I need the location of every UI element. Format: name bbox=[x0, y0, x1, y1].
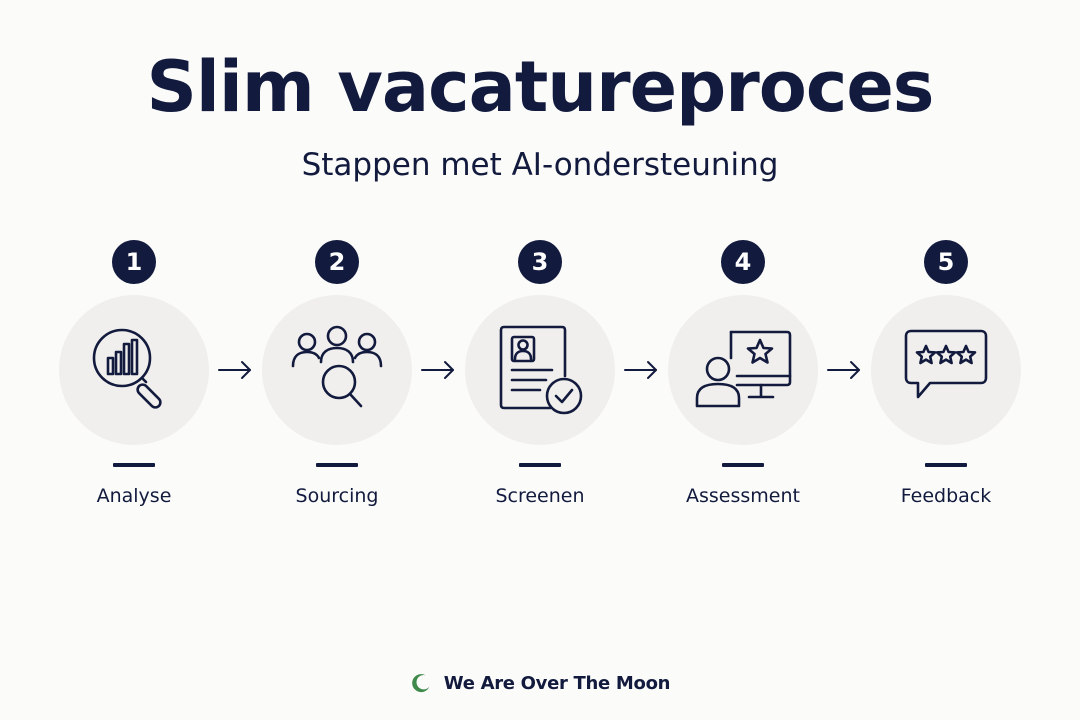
step-divider bbox=[925, 463, 967, 467]
resume-check-icon bbox=[499, 325, 583, 415]
arrow-right-icon bbox=[827, 361, 860, 379]
magnifier-bar-chart-icon bbox=[92, 328, 162, 409]
step-icon-circle bbox=[262, 295, 412, 445]
step-sourcing: 2 Sourcing bbox=[262, 240, 412, 520]
title: Slim vacatureproces bbox=[146, 46, 935, 128]
step-label: Analyse bbox=[96, 485, 172, 507]
crescent-moon-icon bbox=[411, 674, 430, 693]
arrow-right-icon bbox=[624, 361, 657, 379]
footer-brand: We Are Over The Moon bbox=[0, 672, 1080, 694]
subtitle: Stappen met AI-ondersteuning bbox=[301, 147, 779, 183]
people-search-icon bbox=[291, 325, 383, 408]
step-icon-circle bbox=[465, 295, 615, 445]
monitor-star-person-icon bbox=[695, 330, 792, 408]
arrow-right-icon bbox=[421, 361, 454, 379]
step-divider bbox=[113, 463, 155, 467]
step-number-badge: 2 bbox=[315, 240, 359, 284]
step-icon-circle bbox=[871, 295, 1021, 445]
step-label: Screenen bbox=[495, 485, 585, 507]
step-label: Feedback bbox=[900, 485, 992, 507]
step-analyse: 1 Analyse bbox=[59, 240, 209, 520]
step-divider bbox=[316, 463, 358, 467]
step-divider bbox=[519, 463, 561, 467]
step-number-badge: 5 bbox=[924, 240, 968, 284]
step-label: Sourcing bbox=[295, 485, 379, 507]
step-icon-circle bbox=[668, 295, 818, 445]
step-divider bbox=[722, 463, 764, 467]
brand-name: We Are Over The Moon bbox=[443, 672, 671, 694]
arrow-right-icon bbox=[218, 361, 251, 379]
step-assessment: 4 Assessment bbox=[668, 240, 818, 520]
step-number-badge: 1 bbox=[112, 240, 156, 284]
step-screenen: 3 Screenen bbox=[465, 240, 615, 520]
step-feedback: 5 Feedback bbox=[871, 240, 1021, 520]
speech-bubble-stars-icon bbox=[904, 329, 988, 399]
step-number-badge: 4 bbox=[721, 240, 765, 284]
step-icon-circle bbox=[59, 295, 209, 445]
step-label: Assessment bbox=[686, 485, 800, 507]
step-number-badge: 3 bbox=[518, 240, 562, 284]
